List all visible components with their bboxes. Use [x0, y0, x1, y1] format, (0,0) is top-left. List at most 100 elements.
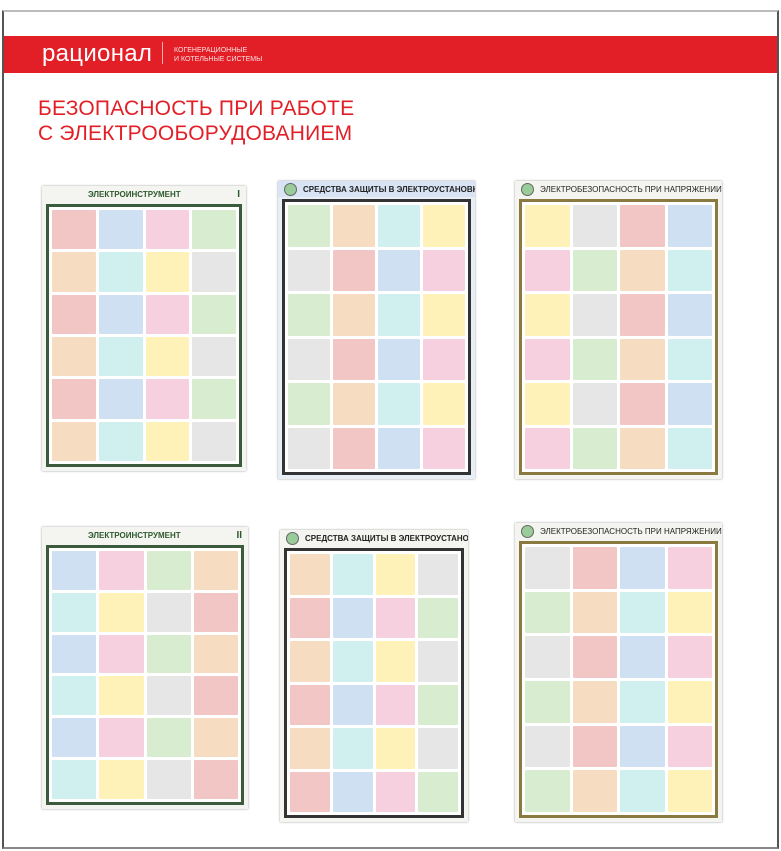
illustration-panel: [525, 427, 570, 469]
logo-divider: [162, 42, 163, 64]
illustration-panel: [99, 718, 144, 758]
emblem-icon: [286, 531, 299, 545]
illustration-panel: [572, 725, 617, 768]
illustration-panel: [667, 427, 712, 469]
illustration-panel: [667, 249, 712, 291]
illustration-panel: [375, 597, 416, 638]
company-logo: рационал: [42, 40, 153, 67]
illustration-panel: [572, 636, 617, 678]
illustration-panel: [667, 681, 712, 723]
illustration-panel: [572, 294, 617, 336]
illustration-panel: [52, 294, 96, 334]
page-title: БЕЗОПАСНОСТЬ ПРИ РАБОТЕ С ЭЛЕКТРООБОРУДО…: [38, 96, 354, 146]
illustration-panel: [145, 421, 190, 461]
illustration-panel: [620, 547, 665, 589]
illustration-panel: [333, 427, 375, 469]
illustration-panel: [98, 294, 143, 334]
emblem-icon: [521, 524, 534, 538]
illustration-panel: [145, 210, 190, 250]
illustration-panel: [423, 294, 465, 336]
illustration-panel: [667, 383, 712, 425]
poster-number: I: [237, 188, 240, 200]
poster-title: СРЕДСТВА ЗАЩИТЫ В ЭЛЕКТРОУСТАНОВКАХ: [305, 533, 468, 543]
illustration-panel: [418, 641, 458, 682]
illustration-panel: [288, 338, 330, 380]
illustration-panel: [290, 728, 330, 769]
illustration-panel: [290, 554, 330, 595]
illustration-panel: [52, 210, 96, 250]
illustration-panel: [99, 760, 144, 799]
illustration-panel: [378, 338, 420, 380]
poster-electrical-safety-2: ЭЛЕКТРОБЕЗОПАСНОСТЬ ПРИ НАПРЯЖЕНИИ ДО 10…: [515, 523, 722, 822]
illustration-panel: [52, 421, 96, 461]
illustration-panel: [288, 249, 330, 291]
emblem-icon: [521, 182, 534, 196]
illustration-panel: [572, 681, 617, 723]
illustration-panel: [620, 383, 665, 425]
illustration-panel: [193, 592, 238, 632]
illustration-panel: [332, 771, 373, 812]
poster-title: ЭЛЕКТРОИНСТРУМЕНТ: [88, 530, 181, 540]
illustration-panel: [375, 684, 416, 725]
illustration-panel: [145, 252, 190, 292]
illustration-panel: [333, 249, 375, 291]
poster-electrical-safety-1: ЭЛЕКТРОБЕЗОПАСНОСТЬ ПРИ НАПРЯЖЕНИИ ДО 10…: [515, 181, 722, 479]
illustration-panel: [288, 383, 330, 425]
illustration-panel: [288, 427, 330, 469]
illustration-panel: [418, 597, 458, 638]
illustration-panel: [572, 338, 617, 380]
illustration-panel: [146, 551, 191, 590]
illustration-panel: [525, 770, 570, 812]
illustration-panel: [572, 547, 617, 589]
illustration-panel: [52, 634, 97, 674]
illustration-panel: [332, 684, 373, 725]
title-line1: БЕЗОПАСНОСТЬ ПРИ РАБОТЕ: [38, 97, 355, 120]
illustration-panel: [620, 681, 665, 723]
illustration-panel: [98, 252, 143, 292]
title-line2: С ЭЛЕКТРООБОРУДОВАНИЕМ: [38, 122, 353, 145]
illustration-panel: [423, 249, 465, 291]
illustration-panel: [667, 591, 712, 634]
poster-protection-1: СРЕДСТВА ЗАЩИТЫ В ЭЛЕКТРОУСТАНОВКАХ1: [278, 181, 475, 479]
illustration-panel: [667, 770, 712, 812]
illustration-panel: [52, 592, 97, 632]
illustration-panel: [146, 718, 191, 758]
illustration-panel: [290, 684, 330, 725]
illustration-panel: [418, 684, 458, 725]
tagline-line2: И КОТЕЛЬНЫЕ СИСТЕМЫ: [174, 56, 263, 63]
poster-title: ЭЛЕКТРОИНСТРУМЕНТ: [88, 189, 181, 199]
illustration-panel: [525, 681, 570, 723]
illustration-panel: [572, 427, 617, 469]
illustration-panel: [572, 770, 617, 812]
illustration-panel: [332, 597, 373, 638]
illustration-panel: [572, 383, 617, 425]
illustration-panel: [192, 379, 236, 419]
illustration-panel: [525, 205, 570, 247]
illustration-panel: [332, 728, 373, 769]
poster-protection-2: СРЕДСТВА ЗАЩИТЫ В ЭЛЕКТРОУСТАНОВКАХ2: [280, 530, 468, 822]
illustration-panel: [98, 379, 143, 419]
illustration-panel: [146, 676, 191, 716]
illustration-panel: [423, 427, 465, 469]
illustration-panel: [98, 421, 143, 461]
illustration-panel: [375, 641, 416, 682]
illustration-panel: [333, 338, 375, 380]
illustration-panel: [418, 728, 458, 769]
illustration-panel: [145, 294, 190, 334]
illustration-panel: [52, 252, 96, 292]
illustration-panel: [525, 338, 570, 380]
illustration-panel: [192, 294, 236, 334]
illustration-panel: [378, 383, 420, 425]
brand-band: рационал КОГЕНЕРАЦИОННЫЕ И КОТЕЛЬНЫЕ СИС…: [4, 36, 777, 73]
illustration-panel: [378, 427, 420, 469]
illustration-panel: [146, 592, 191, 632]
illustration-panel: [333, 294, 375, 336]
illustration-panel: [52, 718, 97, 758]
illustration-panel: [290, 597, 330, 638]
illustration-panel: [99, 592, 144, 632]
illustration-panel: [333, 205, 375, 247]
illustration-panel: [572, 205, 617, 247]
illustration-panel: [146, 634, 191, 674]
illustration-panel: [423, 205, 465, 247]
